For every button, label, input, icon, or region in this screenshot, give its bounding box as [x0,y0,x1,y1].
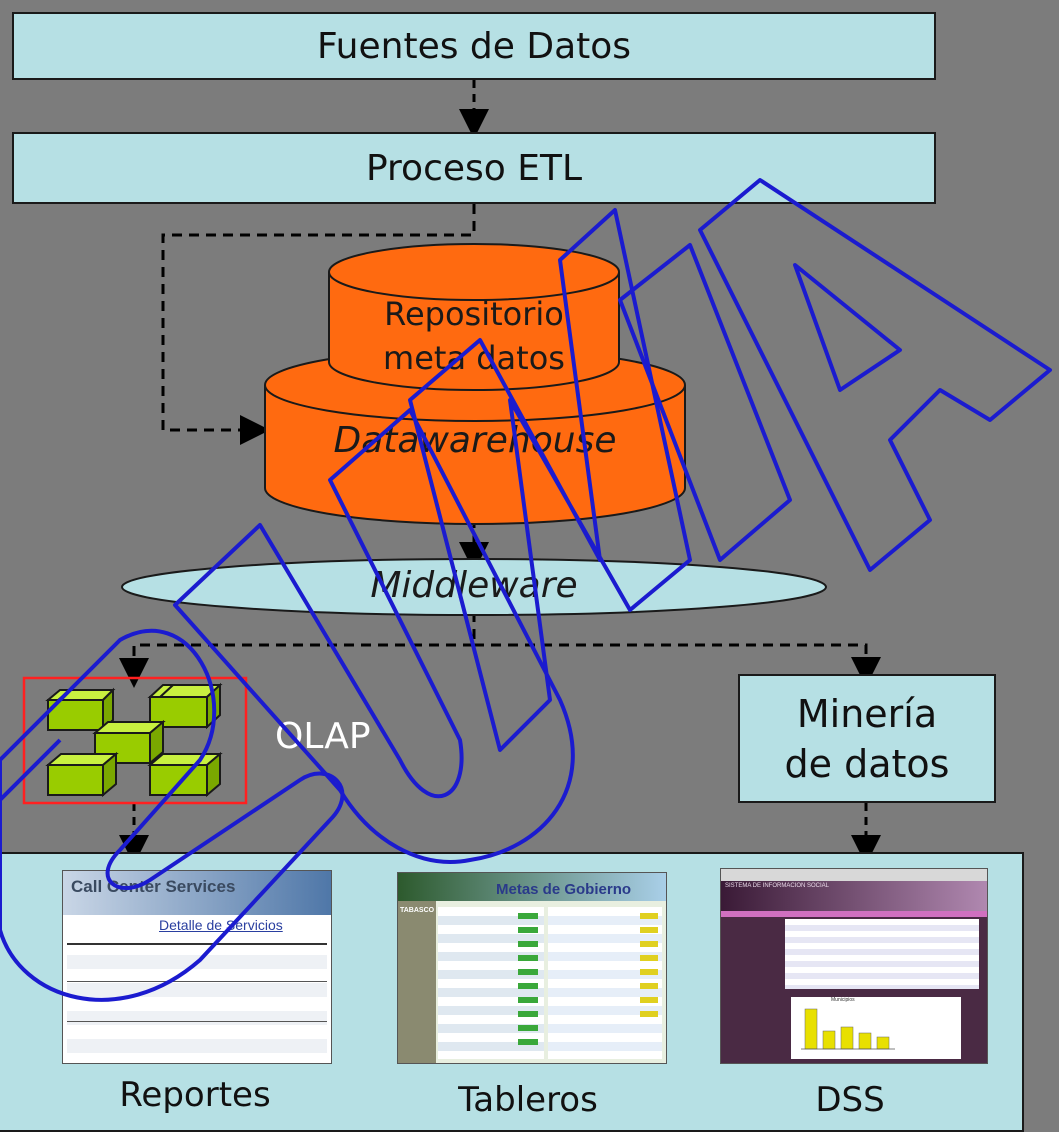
etl-label: Proceso ETL [365,147,583,189]
reportes-title: Call Center Services [71,877,236,896]
dss-mini-chart [801,1008,895,1050]
olap-cubes-icon [45,682,223,798]
middleware-label: Middleware [370,565,578,606]
tableros-thumbnail: Metas de Gobierno TABASCO [397,872,667,1064]
tableros-caption: Tableros [458,1080,598,1120]
reportes-caption: Reportes [119,1075,271,1115]
tableros-side: TABASCO [400,907,435,914]
mineria-de-datos-box: Minería de datos [738,674,996,803]
fuentes-label: Fuentes de Datos [316,25,632,67]
datawarehouse-label: Datawarehouse [333,420,617,461]
mineria-line2: de datos [784,741,950,786]
reportes-subtitle: Detalle de Servicios [159,917,283,933]
repositorio-line2: meta datos [383,339,565,377]
repositorio-label: Repositorio meta datos [329,292,619,380]
repositorio-line1: Repositorio [384,295,564,333]
reportes-thumbnail: Call Center Services Detalle de Servicio… [62,870,332,1064]
mineria-line1: Minería [796,691,938,736]
dss-thumbnail: SISTEMA DE INFORMACION SOCIAL Municipios [720,868,988,1064]
olap-label: OLAP [275,716,371,757]
dss-header: SISTEMA DE INFORMACION SOCIAL [725,883,830,889]
fuentes-de-datos-box: Fuentes de Datos [12,12,936,80]
dss-caption: DSS [815,1080,885,1120]
proceso-etl-box: Proceso ETL [12,132,936,204]
arrow-middleware-mineria [474,643,881,687]
arrow-middleware-olap [119,612,476,688]
dss-chart-title: Municipios [831,997,855,1003]
tableros-title: Metas de Gobierno [496,881,632,898]
